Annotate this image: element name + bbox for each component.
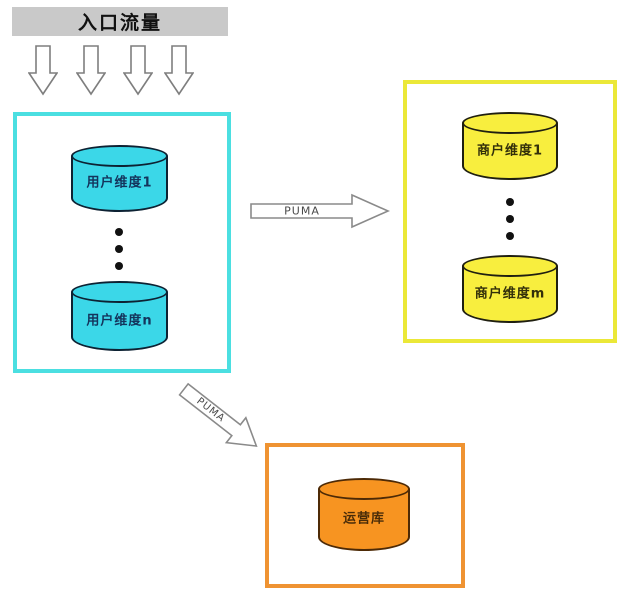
cylinder-label: 用户维度1 bbox=[86, 175, 153, 191]
cylinder-top bbox=[71, 281, 168, 303]
cylinder-label: 商户维度1 bbox=[476, 143, 544, 159]
down-arrow-icon bbox=[164, 45, 194, 96]
right-arrow-icon bbox=[250, 193, 390, 229]
cylinder-label: 运营库 bbox=[342, 511, 385, 527]
cylinder-top bbox=[462, 255, 558, 277]
ellipsis-dot bbox=[115, 228, 123, 236]
merchant-dimension-1-cylinder: 商户维度1 bbox=[462, 112, 558, 180]
merchant-dimensions-box: 商户维度1 商户维度m bbox=[403, 80, 617, 343]
user-dimensions-box: 用户维度1 用户维度n bbox=[13, 112, 231, 373]
user-dimension-1-cylinder: 用户维度1 bbox=[71, 145, 168, 212]
down-arrow-icon bbox=[28, 45, 58, 96]
cylinder-label: 用户维度n bbox=[86, 313, 153, 329]
down-arrow-icon bbox=[123, 45, 153, 96]
user-dimension-n-cylinder: 用户维度n bbox=[71, 281, 168, 351]
down-right-arrow-icon bbox=[178, 382, 258, 447]
merchant-dimension-m-cylinder: 商户维度m bbox=[462, 255, 558, 323]
cylinder-top bbox=[71, 145, 168, 167]
entry-traffic-header: 入口流量 bbox=[12, 7, 228, 36]
operations-box: 运营库 bbox=[265, 443, 465, 588]
puma-flow-arrow-diagonal: PUMA bbox=[172, 375, 269, 462]
ellipsis-dot bbox=[506, 215, 514, 223]
cylinder-label: 商户维度m bbox=[474, 286, 546, 302]
ellipsis-dot bbox=[506, 198, 514, 206]
puma-label: PUMA bbox=[284, 204, 320, 218]
operations-db-cylinder: 运营库 bbox=[318, 478, 410, 551]
puma-flow-arrow-horizontal: PUMA bbox=[250, 193, 390, 229]
ellipsis-dot bbox=[115, 245, 123, 253]
cylinder-top bbox=[318, 478, 410, 500]
down-arrow-icon bbox=[76, 45, 106, 96]
cylinder-top bbox=[462, 112, 558, 134]
ellipsis-dot bbox=[115, 262, 123, 270]
ellipsis-dot bbox=[506, 232, 514, 240]
